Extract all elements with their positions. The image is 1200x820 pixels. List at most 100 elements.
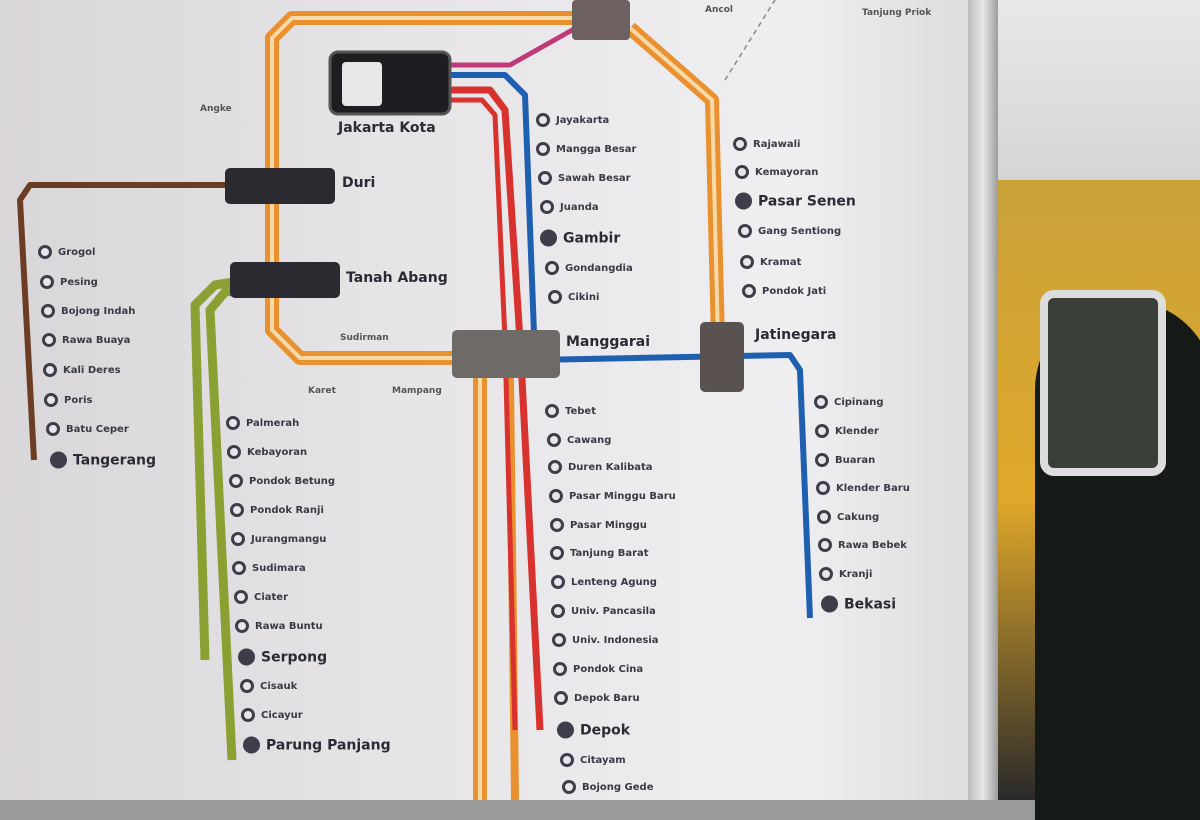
station-marker-icon [230, 503, 244, 517]
station-label: Gondangdia [565, 262, 633, 274]
station-bekasi: Rawa Bebek [818, 538, 907, 552]
station-label: Palmerah [246, 417, 300, 429]
station-marker-icon [551, 575, 565, 589]
tanah-abang-box [230, 262, 340, 298]
station-serpong: Pondok Betung [229, 474, 335, 488]
station-bogor: Depok [557, 721, 630, 739]
station-serpong: Palmerah [226, 416, 299, 430]
station-label: Bekasi [844, 596, 897, 612]
station-bogor: Lenteng Agung [551, 575, 657, 589]
station-label: Rawa Bebek [838, 539, 907, 551]
station-marker-icon [238, 648, 255, 666]
station-marker-icon [552, 633, 566, 647]
station-label: Mangga Besar [556, 143, 637, 155]
station-label: Pondok Betung [249, 475, 336, 487]
station-marker-icon [738, 224, 752, 238]
station-label: Kemayoran [755, 166, 819, 178]
station-label: Gang Sentiong [758, 225, 842, 237]
duri-box [225, 168, 335, 204]
hub-manggarai: Manggarai [566, 334, 650, 350]
station-marker-icon [545, 404, 559, 418]
station-sudirman: Sudirman [340, 333, 389, 343]
station-label: Ciater [254, 591, 289, 603]
station-label: Tebet [565, 405, 596, 417]
station-label: Pasar Minggu Baru [569, 490, 676, 502]
station-east_loop: Kemayoran [735, 165, 818, 179]
station-marker-icon [818, 538, 832, 552]
station-marker-icon [551, 604, 565, 618]
station-label: Gambir [563, 230, 621, 246]
station-label: Rawa Buntu [255, 620, 323, 632]
station-marker-icon [742, 284, 756, 298]
station-label: Pondok Ranji [250, 504, 324, 516]
station-label: Cipinang [834, 396, 884, 408]
station-tanjung-priok: Tanjung Priok [862, 8, 932, 18]
station-label: Tanjung Barat [570, 547, 649, 559]
station-serpong: Kebayoran [227, 445, 307, 459]
station-central: Cikini [548, 290, 599, 304]
station-label: Pasar Senen [758, 193, 856, 209]
station-marker-icon [560, 753, 574, 767]
station-marker-icon [545, 261, 559, 275]
station-bekasi: Klender Baru [816, 481, 910, 495]
station-label: Kebayoran [247, 446, 308, 458]
station-label: Poris [64, 394, 93, 406]
station-marker-icon [234, 590, 248, 604]
station-label: Parung Panjang [266, 737, 391, 753]
station-east_loop: Gang Sentiong [738, 224, 841, 238]
station-tangerang: Kali Deres [43, 363, 121, 377]
station-marker-icon [548, 290, 562, 304]
hub-tanah-abang: Tanah Abang [346, 270, 448, 286]
station-central: Gambir [540, 229, 621, 247]
station-bogor: Pasar Minggu Baru [549, 489, 676, 503]
station-east_loop: Pondok Jati [742, 284, 826, 298]
station-serpong: Ciater [234, 590, 288, 604]
station-label: Cisauk [260, 680, 298, 692]
line-tangerang [17, 182, 230, 461]
station-karet: Karet [308, 386, 336, 396]
station-tangerang: Grogol [38, 245, 95, 259]
station-label: Klender [835, 425, 879, 437]
station-serpong: Cicayur [241, 708, 303, 722]
station-label: Kramat [760, 256, 802, 268]
station-marker-icon [554, 691, 568, 705]
station-label: Sudimara [252, 562, 306, 574]
station-bogor: Univ. Indonesia [552, 633, 659, 647]
jatinegara-box [700, 322, 744, 392]
station-central: Juanda [540, 200, 599, 214]
station-bekasi: Buaran [815, 453, 875, 467]
station-label: Bojong Indah [61, 305, 136, 317]
hub-jatinegara: Jatinegara [755, 327, 837, 343]
station-east_loop: Kramat [740, 255, 801, 269]
station-marker-icon [557, 721, 574, 739]
station-label: Juanda [560, 201, 599, 213]
station-bogor: Cawang [547, 433, 611, 447]
station-marker-icon [243, 736, 260, 754]
station-central: Sawah Besar [538, 171, 631, 185]
station-label: Univ. Pancasila [571, 605, 656, 617]
station-label: Cawang [567, 434, 612, 446]
route-map [17, 0, 813, 800]
train-logo [342, 62, 382, 106]
station-serpong: Serpong [238, 648, 328, 666]
station-marker-icon [549, 489, 563, 503]
station-marker-icon [814, 395, 828, 409]
station-marker-icon [821, 595, 838, 613]
station-marker-icon [38, 245, 52, 259]
station-label: Cakung [837, 511, 880, 523]
station-bogor: Tebet [545, 404, 596, 418]
station-tangerang: Rawa Buaya [42, 333, 130, 347]
station-serpong: Rawa Buntu [235, 619, 323, 633]
station-marker-icon [226, 416, 240, 430]
hub-duri: Duri [342, 175, 376, 191]
train-window [1040, 290, 1166, 476]
station-label: Grogol [58, 246, 96, 258]
station-label: Jurangmangu [251, 533, 327, 545]
station-tangerang: Bojong Indah [41, 304, 135, 318]
station-marker-icon [229, 474, 243, 488]
station-label: Serpong [261, 649, 328, 665]
station-marker-icon [548, 460, 562, 474]
station-marker-icon [46, 422, 60, 436]
station-label: Kali Deres [63, 364, 121, 376]
station-marker-icon [553, 662, 567, 676]
